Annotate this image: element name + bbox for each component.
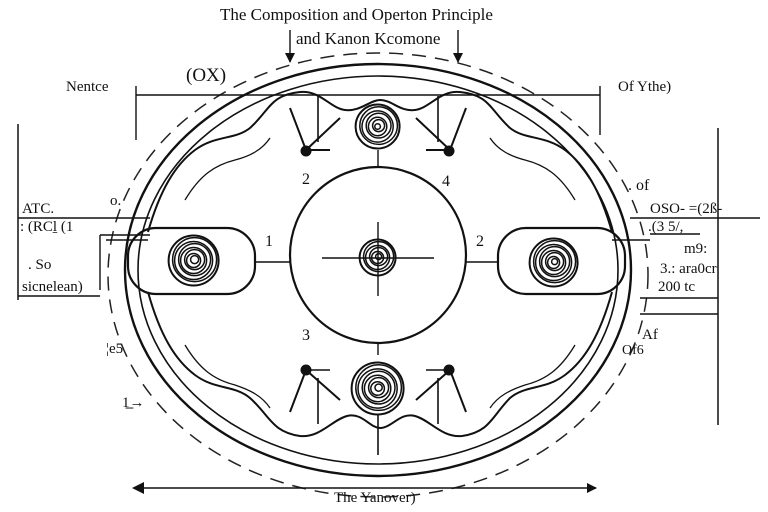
left-so-label: . So [28, 257, 52, 273]
top-coil-ring [374, 122, 382, 131]
left-atc-label: ATC. [22, 201, 55, 217]
casing-top-wave-inner-right [489, 137, 576, 201]
housing-outer [123, 62, 633, 478]
right-coil [528, 237, 579, 288]
center-coil-ring [370, 250, 385, 265]
center-coil-ring [374, 252, 383, 261]
left-coil-ring [173, 240, 214, 281]
right-m9-label: m9: [684, 241, 708, 257]
bottom-coil-ring [350, 361, 405, 416]
left-header-label: Nentce [66, 79, 109, 95]
left-coil-ring [171, 236, 218, 283]
bottom-arrow-left-head [132, 482, 144, 494]
right-header-label: Of Ythe) [618, 79, 672, 95]
casing-bottom-wave [147, 291, 613, 438]
top-right-pivot [443, 145, 455, 157]
bottom-coil-ring [357, 368, 398, 409]
bottom-caption: The Yanover) [334, 490, 416, 506]
left-coil-ring [177, 242, 212, 277]
center-coil-ring [362, 240, 395, 273]
left-coil [167, 234, 220, 287]
right-3ara-label: 3.: ara0cr [660, 261, 717, 277]
top-coil-ring [365, 112, 392, 139]
right-of-label: . of [628, 177, 650, 194]
callout-4: 4 [442, 173, 450, 190]
left-coil-ring [185, 252, 202, 269]
bottom-linkage-plate [306, 369, 450, 424]
right-capsule [496, 226, 627, 296]
top-linkage-plate [317, 96, 439, 142]
center-coil [358, 238, 397, 277]
casing-bottom-wave-inner [184, 344, 271, 409]
bottom-coil-ring [355, 364, 403, 412]
right-35-label: .(3 5/, [648, 219, 684, 235]
right-coil-ring [546, 255, 561, 270]
top-coil-ring [359, 106, 399, 146]
top-left-pivot [300, 145, 312, 157]
bottom-coil [350, 361, 405, 416]
left-coil-ring [167, 234, 220, 287]
callout-2-right: 2 [476, 233, 484, 250]
bottom-right-pivot [443, 364, 455, 376]
housing-inner [137, 75, 619, 465]
right-coil-ring [540, 249, 567, 276]
left-rcl-label: : (RCḻ (1 [20, 219, 74, 235]
casing-bottom-wave-inner-right [489, 344, 576, 409]
center-coil-ring [364, 244, 391, 271]
right-af-label: Af [642, 327, 658, 343]
right-coil-ring [528, 237, 579, 288]
title-line-1: The Composition and Operton Principle [220, 5, 493, 24]
callout-3: 3 [302, 327, 310, 344]
top-coil-ring [371, 118, 386, 133]
left-capsule [126, 226, 257, 296]
right-coil-ring [538, 245, 571, 278]
bottom-coil-ring [363, 374, 392, 403]
outer-dashed-ring [107, 52, 649, 498]
bottom-coil-ring [367, 376, 390, 399]
ox-label: (OX) [186, 65, 227, 86]
top-coil-ring [367, 116, 388, 137]
right-coil-ring [550, 257, 559, 266]
top-linkage [289, 107, 467, 151]
top-coil [354, 103, 401, 150]
bottom-left-pivot [300, 364, 312, 376]
left-e5-label: ¦e5 [106, 341, 124, 357]
top-coil-ring [354, 103, 401, 150]
right-coil-ring [532, 239, 577, 284]
callout-1: 1 [265, 233, 273, 250]
center-coil-ring [368, 246, 389, 267]
left-ltr-label: 1̲̲̲→ [122, 395, 145, 411]
right-200-label: 200 tc [658, 279, 696, 295]
callout-2-top: 2 [302, 171, 310, 188]
left-coil-ring [183, 248, 206, 271]
bottom-coil-ring [370, 380, 386, 397]
title-line-2: and Kanon Kcomone [296, 29, 441, 48]
left-sicnelean-label: sicnelean) [22, 279, 83, 295]
bottom-linkage [289, 369, 467, 413]
right-6-label: Of6 [622, 343, 644, 358]
casing-top-wave [147, 90, 613, 233]
bottom-coil-ring [361, 370, 396, 405]
right-coil-ring [544, 251, 565, 272]
casing-top-wave-inner [184, 137, 271, 201]
left-coil-ring [189, 254, 200, 265]
left-coil-ring [179, 246, 208, 275]
left-o-label: o. [110, 193, 122, 209]
right-oso-label: OSO- =(2ß- [650, 201, 723, 217]
top-coil-ring [361, 110, 394, 143]
right-coil-ring [534, 243, 573, 282]
center-coil-ring [358, 238, 397, 277]
bottom-coil-ring [374, 383, 383, 392]
